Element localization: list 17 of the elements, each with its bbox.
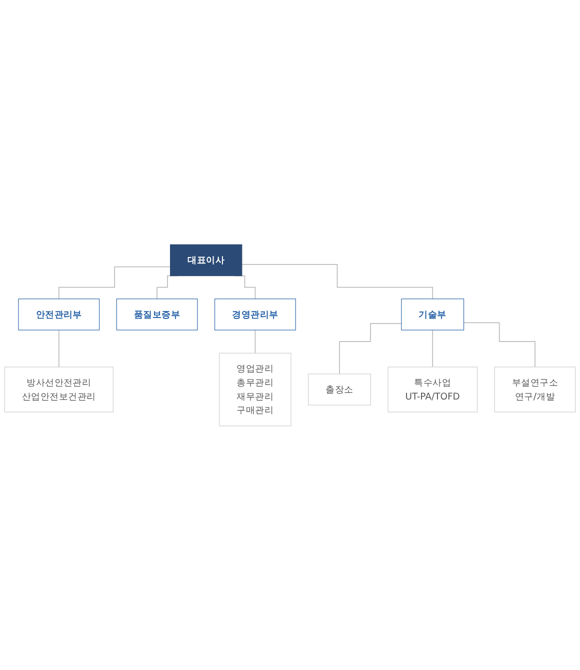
node-box: 기술부 bbox=[401, 298, 464, 330]
connector bbox=[339, 322, 402, 374]
node-box: 출장소 bbox=[308, 373, 371, 406]
node-box: 영업관리 총무관리 재무관리 구매관리 bbox=[219, 352, 292, 426]
connector bbox=[254, 329, 256, 354]
node-box: 경영관리부 bbox=[214, 298, 296, 330]
connector bbox=[463, 322, 536, 368]
node-box: 품질보증부 bbox=[116, 298, 198, 330]
connector bbox=[432, 329, 434, 368]
connector bbox=[58, 329, 60, 368]
node-box: 부설연구소 연구/개발 bbox=[494, 366, 576, 412]
connector bbox=[58, 266, 171, 300]
node-box: 방사선안전관리 산업안전보건관리 bbox=[4, 366, 114, 412]
node-box: 대표이사 bbox=[170, 244, 242, 276]
connector bbox=[241, 264, 434, 300]
node-box: 안전관리부 bbox=[18, 298, 100, 330]
node-box: 특수사업 UT-PA/TOFD bbox=[388, 366, 478, 412]
